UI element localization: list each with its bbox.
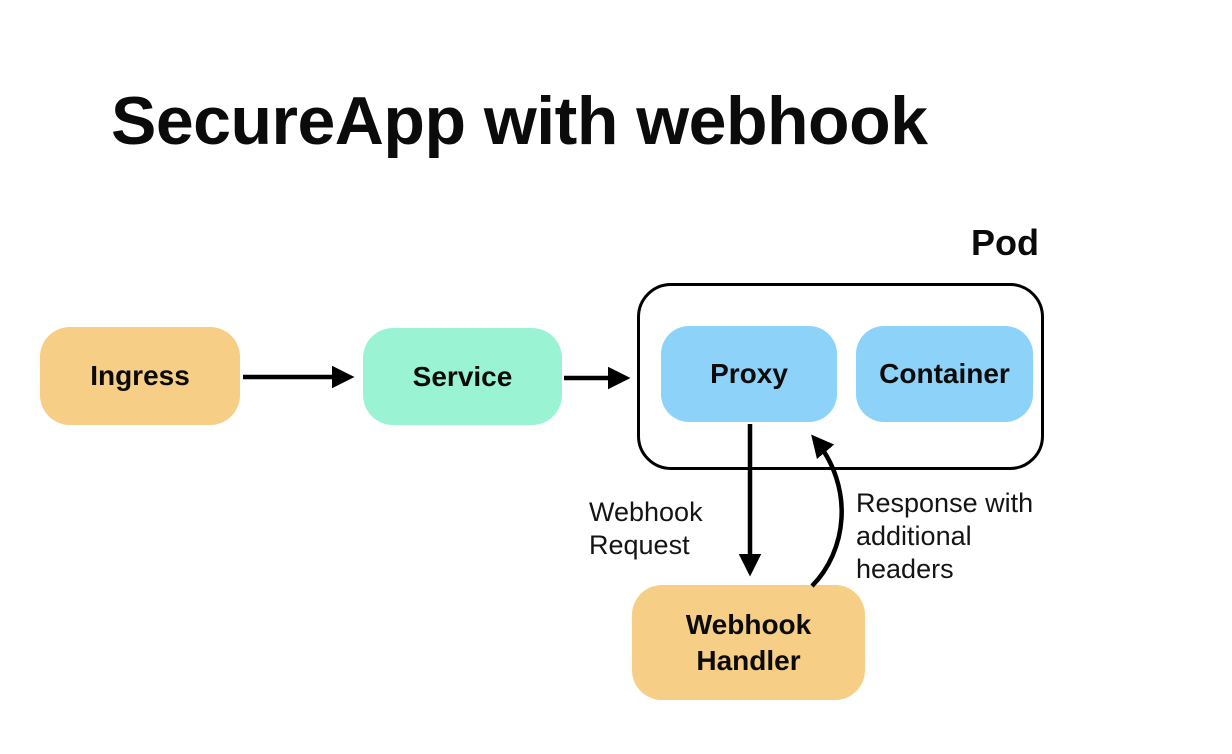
node-ingress-label: Ingress bbox=[90, 360, 190, 391]
node-proxy-label: Proxy bbox=[710, 358, 788, 389]
page-title: SecureApp with webhook bbox=[111, 83, 928, 159]
node-container: Container bbox=[856, 326, 1033, 422]
node-proxy: Proxy bbox=[661, 326, 837, 422]
node-container-label: Container bbox=[879, 358, 1010, 389]
node-webhook-handler-label: Webhook Handler bbox=[685, 608, 812, 676]
pod-group-label: Pod bbox=[971, 222, 1039, 263]
node-service-label: Service bbox=[412, 360, 513, 392]
node-webhook-handler: Webhook Handler bbox=[632, 585, 865, 700]
edge-label-response-with-additional-headers: Response with additional headers bbox=[856, 488, 1034, 584]
node-ingress: Ingress bbox=[40, 327, 240, 425]
edge-label-webhook-request: Webhook Request bbox=[589, 497, 703, 560]
node-service: Service bbox=[363, 328, 562, 425]
